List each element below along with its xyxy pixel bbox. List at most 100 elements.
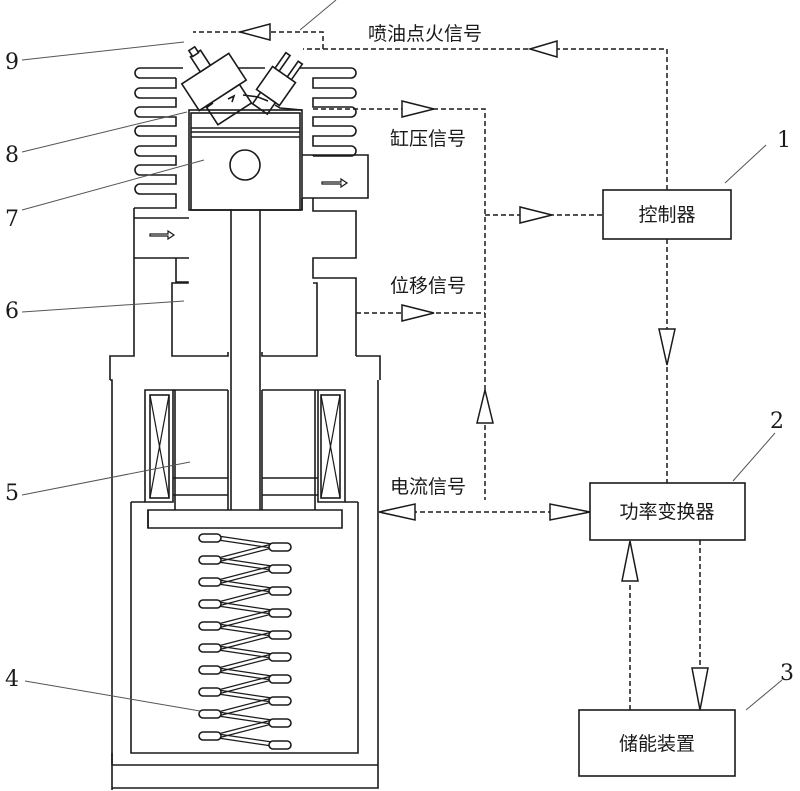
spring-coil-end — [198, 599, 222, 609]
spring-coil-segment — [217, 627, 273, 637]
spring-coil-segment — [217, 587, 273, 603]
power-converter-label: 功率变换器 — [619, 501, 714, 523]
spring-coil-segment — [217, 547, 273, 563]
spring-coil-end — [268, 696, 292, 706]
spring-coil-segment — [217, 693, 273, 703]
arrow-injection-ignition — [527, 39, 558, 59]
part-number-4: 4 — [5, 667, 19, 692]
arrow-injector — [237, 23, 271, 41]
exhaust-port — [302, 154, 369, 199]
engine-body-right-inner — [261, 282, 318, 357]
part-number-5: 5 — [5, 481, 19, 506]
displacement-signal-label: 位移信号 — [390, 275, 466, 297]
spring-coil-segment — [217, 579, 273, 589]
spring-coil-segment — [217, 723, 273, 739]
cooling-fins-left — [134, 67, 177, 209]
spring-coil-segment — [217, 671, 273, 681]
spring-coil-end — [268, 564, 292, 574]
spring-coil-segment — [217, 733, 273, 743]
spring-coil-segment — [217, 675, 273, 691]
spring-coil-segment — [217, 697, 273, 713]
spring-coil-segment — [217, 653, 273, 669]
energy-storage-block: 储能装置 — [578, 709, 736, 777]
spring-coil-segment — [217, 569, 273, 585]
engine-body-right — [301, 198, 357, 356]
energy-storage-label: 储能装置 — [619, 733, 695, 755]
exhaust-arrow-icon — [321, 177, 349, 189]
spring-coil-segment — [217, 557, 273, 567]
spring-coil-segment — [217, 583, 273, 593]
part-number-labels: 9 8 7 6 5 4 1 2 3 — [5, 0, 794, 712]
spring-coil-end — [268, 608, 292, 618]
spring-coil-segment — [217, 535, 273, 545]
motor-stator-left — [144, 389, 174, 503]
arrow-to-motor — [378, 503, 416, 521]
part-number-9: 9 — [5, 50, 19, 75]
controller-label: 控制器 — [638, 204, 695, 226]
fuel-injector — [180, 45, 253, 126]
spring-coil-end — [198, 555, 222, 565]
arrow-to-controller — [519, 206, 553, 224]
spring-coil-end — [198, 533, 222, 543]
piston-pin — [229, 149, 261, 181]
spring-coil-segment — [217, 543, 273, 559]
spring-coil-end — [198, 687, 222, 697]
part-number-3: 3 — [780, 661, 794, 686]
spring-coil-segment — [217, 715, 273, 725]
intake-port — [133, 208, 189, 259]
spring-coil-segment — [217, 645, 273, 655]
piston — [190, 112, 301, 211]
motor-stator-right — [317, 389, 346, 503]
spring-coil-segment — [217, 679, 273, 695]
connecting-rod — [230, 210, 261, 510]
part-number-1: 1 — [777, 128, 791, 153]
cylinder-bore — [188, 109, 303, 211]
part-number-2: 2 — [770, 409, 784, 434]
part-number-7: 7 — [5, 207, 19, 232]
spring-coil-segment — [217, 591, 273, 607]
spring-coil-end — [268, 586, 292, 596]
arrow-storage-to-converter — [621, 540, 639, 582]
spring-coil-end — [198, 577, 222, 587]
spring-coil-segment — [217, 601, 273, 611]
arrow-displacement — [401, 304, 435, 322]
spring-coil-end — [268, 674, 292, 684]
engine-body-outer-right — [110, 355, 381, 765]
spring-coil-segment — [217, 623, 273, 633]
motor-mover — [147, 389, 343, 529]
spring-coil-segment — [217, 737, 273, 747]
spring — [198, 533, 292, 750]
arrow-converter-to-storage — [691, 667, 709, 711]
spring-coil-segment — [217, 667, 273, 677]
spring-coil-segment — [217, 657, 273, 673]
spring-coil-end — [198, 621, 222, 631]
spring-coil-segment — [217, 649, 273, 659]
part-number-8: 8 — [5, 143, 19, 168]
spring-coil-segment — [217, 561, 273, 571]
arrow-to-converter — [549, 503, 591, 521]
spring-coil-segment — [217, 539, 273, 549]
spring-coil-segment — [217, 701, 273, 717]
intake-arrow-icon — [149, 229, 176, 241]
injection-ignition-signal-line — [193, 31, 668, 190]
spring-housing — [111, 501, 379, 790]
spring-coil-segment — [217, 689, 273, 699]
spring-coil-segment — [217, 719, 273, 735]
spring-coil-segment — [217, 635, 273, 651]
spring-coil-segment — [217, 609, 273, 625]
arrow-cylinder-pressure — [401, 100, 435, 118]
injector-nozzle — [227, 94, 236, 103]
spring-coil-end — [198, 665, 222, 675]
injection-ignition-signal-label: 喷油点火信号 — [368, 23, 482, 45]
coil-left — [149, 394, 170, 499]
spring-coil-segment — [217, 711, 273, 721]
spring-coil-end — [268, 542, 292, 552]
spring-coil-end — [198, 643, 222, 653]
arrow-controller-to-converter — [658, 328, 676, 366]
spring-coil-segment — [217, 565, 273, 581]
spring-coil-end — [198, 709, 222, 719]
cylinder-pressure-signal-label: 缸压信号 — [390, 128, 466, 150]
part-number-6: 6 — [5, 299, 19, 324]
engine-body-left — [109, 258, 229, 380]
